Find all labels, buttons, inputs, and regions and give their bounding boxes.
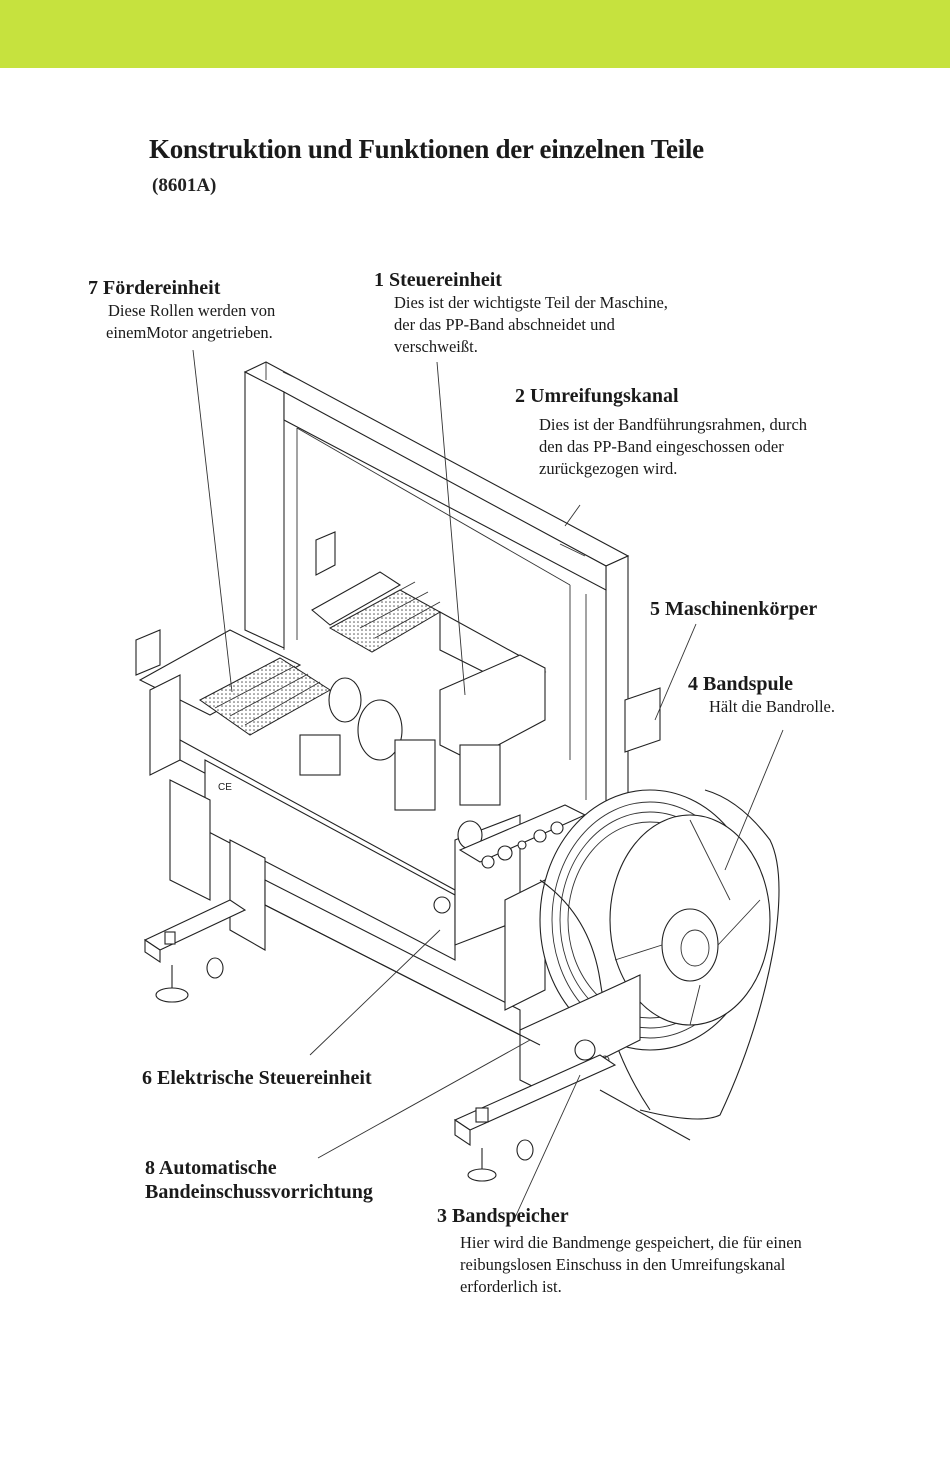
ce-mark: CE [218,782,232,793]
part-8-heading: 8 Automatische [145,1157,277,1179]
part-2-desc-line: zurückgezogen wird. [539,459,678,478]
sealing-head [299,654,587,914]
base-frame [143,899,617,1182]
part-4-label: 4 Bandspule Hält die Bandrolle. [688,672,835,718]
part-2-heading: 2 Umreifungskanal [515,385,679,407]
part-1-desc-line: Dies ist der wichtigste Teil der Maschin… [394,293,668,312]
part-7-desc-line: Diese Rollen werden von [108,301,276,320]
part-7-label: 7 Fördereinheit Diese Rollen werden von … [88,276,275,344]
part-7-heading: 7 Fördereinheit [88,277,221,299]
part-3-desc-line: reibungslosen Einschuss in den Umreifung… [460,1255,786,1274]
band-reel [539,789,780,1141]
part-5-heading: 5 Maschinenkörper [650,598,818,620]
part-1-label: 1 Steuereinheit Dies ist der wichtigste … [374,268,668,358]
part-7-desc-line: einemMotor angetrieben. [106,323,273,342]
part-6-heading: 6 Elektrische Steuereinheit [142,1067,372,1089]
part-2-label: 2 Umreifungskanal Dies ist der Bandführu… [515,384,807,480]
part-6-label: 6 Elektrische Steuereinheit [142,1066,372,1090]
part-5-label: 5 Maschinenkörper [650,597,817,621]
part-4-heading: 4 Bandspule [688,673,794,695]
leader-lines [192,349,784,1223]
page-title: Konstruktion und Funktionen der einzelne… [149,134,704,164]
part-3-heading: 3 Bandspeicher [437,1205,569,1227]
model-number: (8601A) [152,175,217,196]
part-3-desc-line: Hier wird die Bandmenge gespeichert, die… [460,1233,802,1252]
machine-body: CE [169,687,661,1036]
part-1-heading: 1 Steuereinheit [374,269,502,291]
part-3-label: 3 Bandspeicher Hier wird die Bandmenge g… [437,1204,802,1298]
part-8-heading-line2: Bandeinschussvorrichtung [145,1181,373,1203]
part-4-desc-line: Hält die Bandrolle. [709,697,836,716]
part-1-desc-line: der das PP-Band abschneidet und [394,315,615,334]
band-storage [519,974,641,1091]
part-1-desc-line: verschweißt. [394,337,478,356]
part-8-label: 8 Automatische Bandeinschussvorrichtung [145,1156,373,1204]
part-2-desc-line: den das PP-Band eingeschossen oder [539,437,784,456]
header-banner [0,0,950,68]
part-2-desc-line: Dies ist der Bandführungsrahmen, durch [539,415,808,434]
part-3-desc-line: erforderlich ist. [460,1277,562,1296]
